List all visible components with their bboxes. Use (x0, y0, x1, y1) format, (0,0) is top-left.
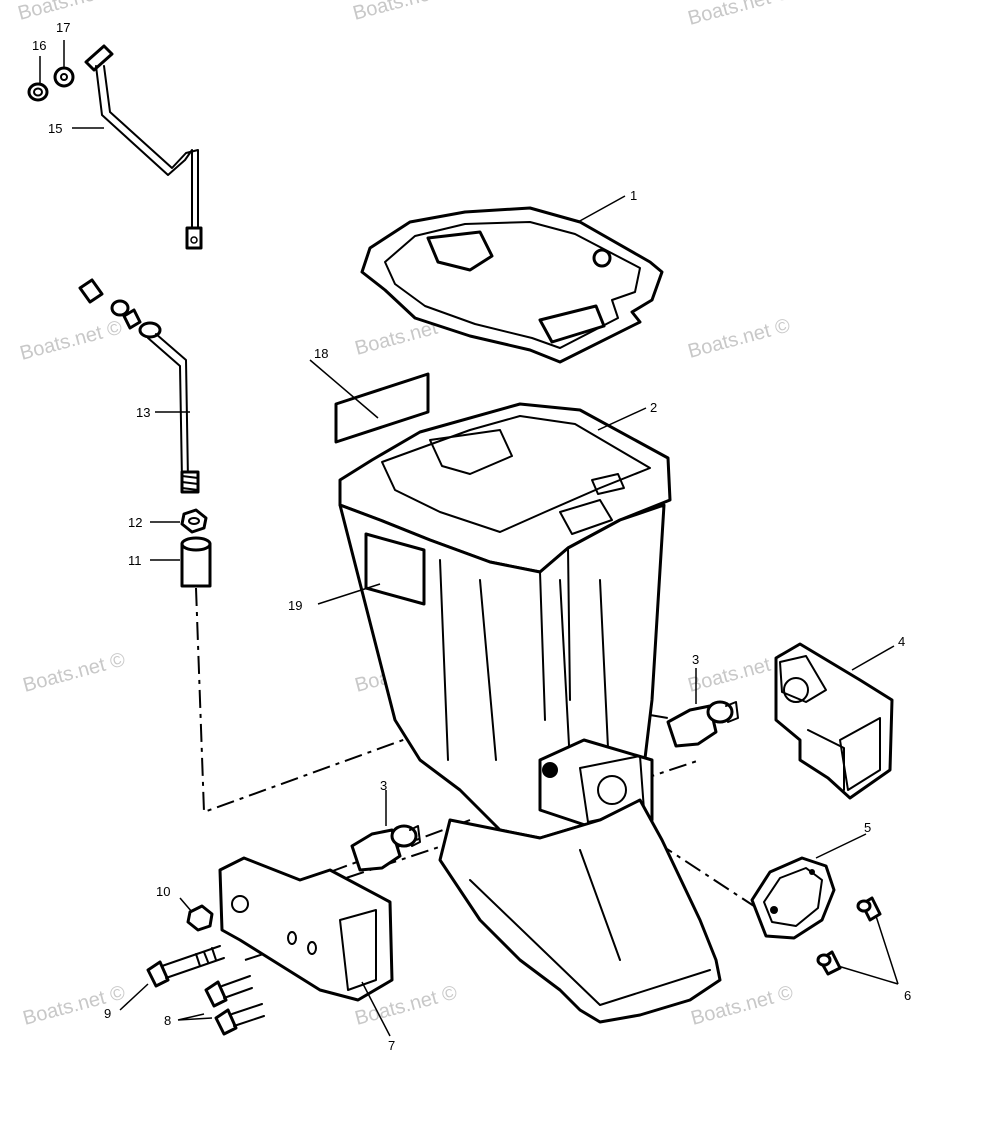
part-13-shift-rod (138, 321, 200, 494)
callout-19: 19 (288, 598, 302, 613)
watermark: Boats.net © (21, 648, 128, 696)
part-6-screws (816, 896, 882, 976)
part-4-mount-bracket (774, 642, 894, 800)
watermark: Boats.net © (686, 0, 793, 30)
part-11-coupler (180, 536, 212, 588)
part-8-bolts (204, 975, 265, 1036)
callout-4: 4 (898, 634, 905, 649)
part-9-bolt (146, 945, 225, 988)
watermark: Boats.net © (686, 314, 793, 362)
part-2-drive-shaft-housing (338, 402, 722, 1024)
leader-lines (39, 40, 899, 1037)
callout-12: 12 (128, 515, 142, 530)
part-1-gasket (360, 206, 664, 364)
part-12-nut (180, 508, 208, 534)
watermark: Boats.net © (18, 316, 125, 364)
part-14-bolts (78, 278, 142, 330)
callout-13: 13 (136, 405, 150, 420)
part-5-cover (750, 856, 836, 940)
callout-5: 5 (864, 820, 871, 835)
watermark: Boats.net © (21, 981, 128, 1029)
callout-17: 17 (56, 20, 70, 35)
callout-7: 7 (388, 1038, 395, 1053)
part-18-decal (334, 372, 430, 444)
callout-10: 10 (156, 884, 170, 899)
callout-6: 6 (904, 988, 911, 1003)
callout-18: 18 (314, 346, 328, 361)
callout-2: 2 (650, 400, 657, 415)
callout-15: 15 (48, 121, 62, 136)
callout-3: 3 (380, 778, 387, 793)
part-17-washer (53, 66, 75, 88)
part-16-nut (27, 82, 49, 102)
watermark: Boats.net © (351, 0, 458, 25)
part-15-shift-rod (84, 44, 203, 250)
callout-1: 1 (630, 188, 637, 203)
callout-8: 8 (164, 1013, 171, 1028)
callouts: 1 2 3 3 4 5 6 7 8 9 10 11 12 13 15 16 17… (32, 20, 911, 1053)
part-7-lower-bracket (218, 856, 394, 1002)
callout-9: 9 (104, 1006, 111, 1021)
part-10-nut (186, 904, 214, 932)
part-3-mount-lower (350, 824, 421, 872)
callout-3: 3 (692, 652, 699, 667)
callout-11: 11 (128, 553, 142, 568)
callout-16: 16 (32, 38, 46, 53)
part-3-mount-upper (666, 700, 739, 748)
